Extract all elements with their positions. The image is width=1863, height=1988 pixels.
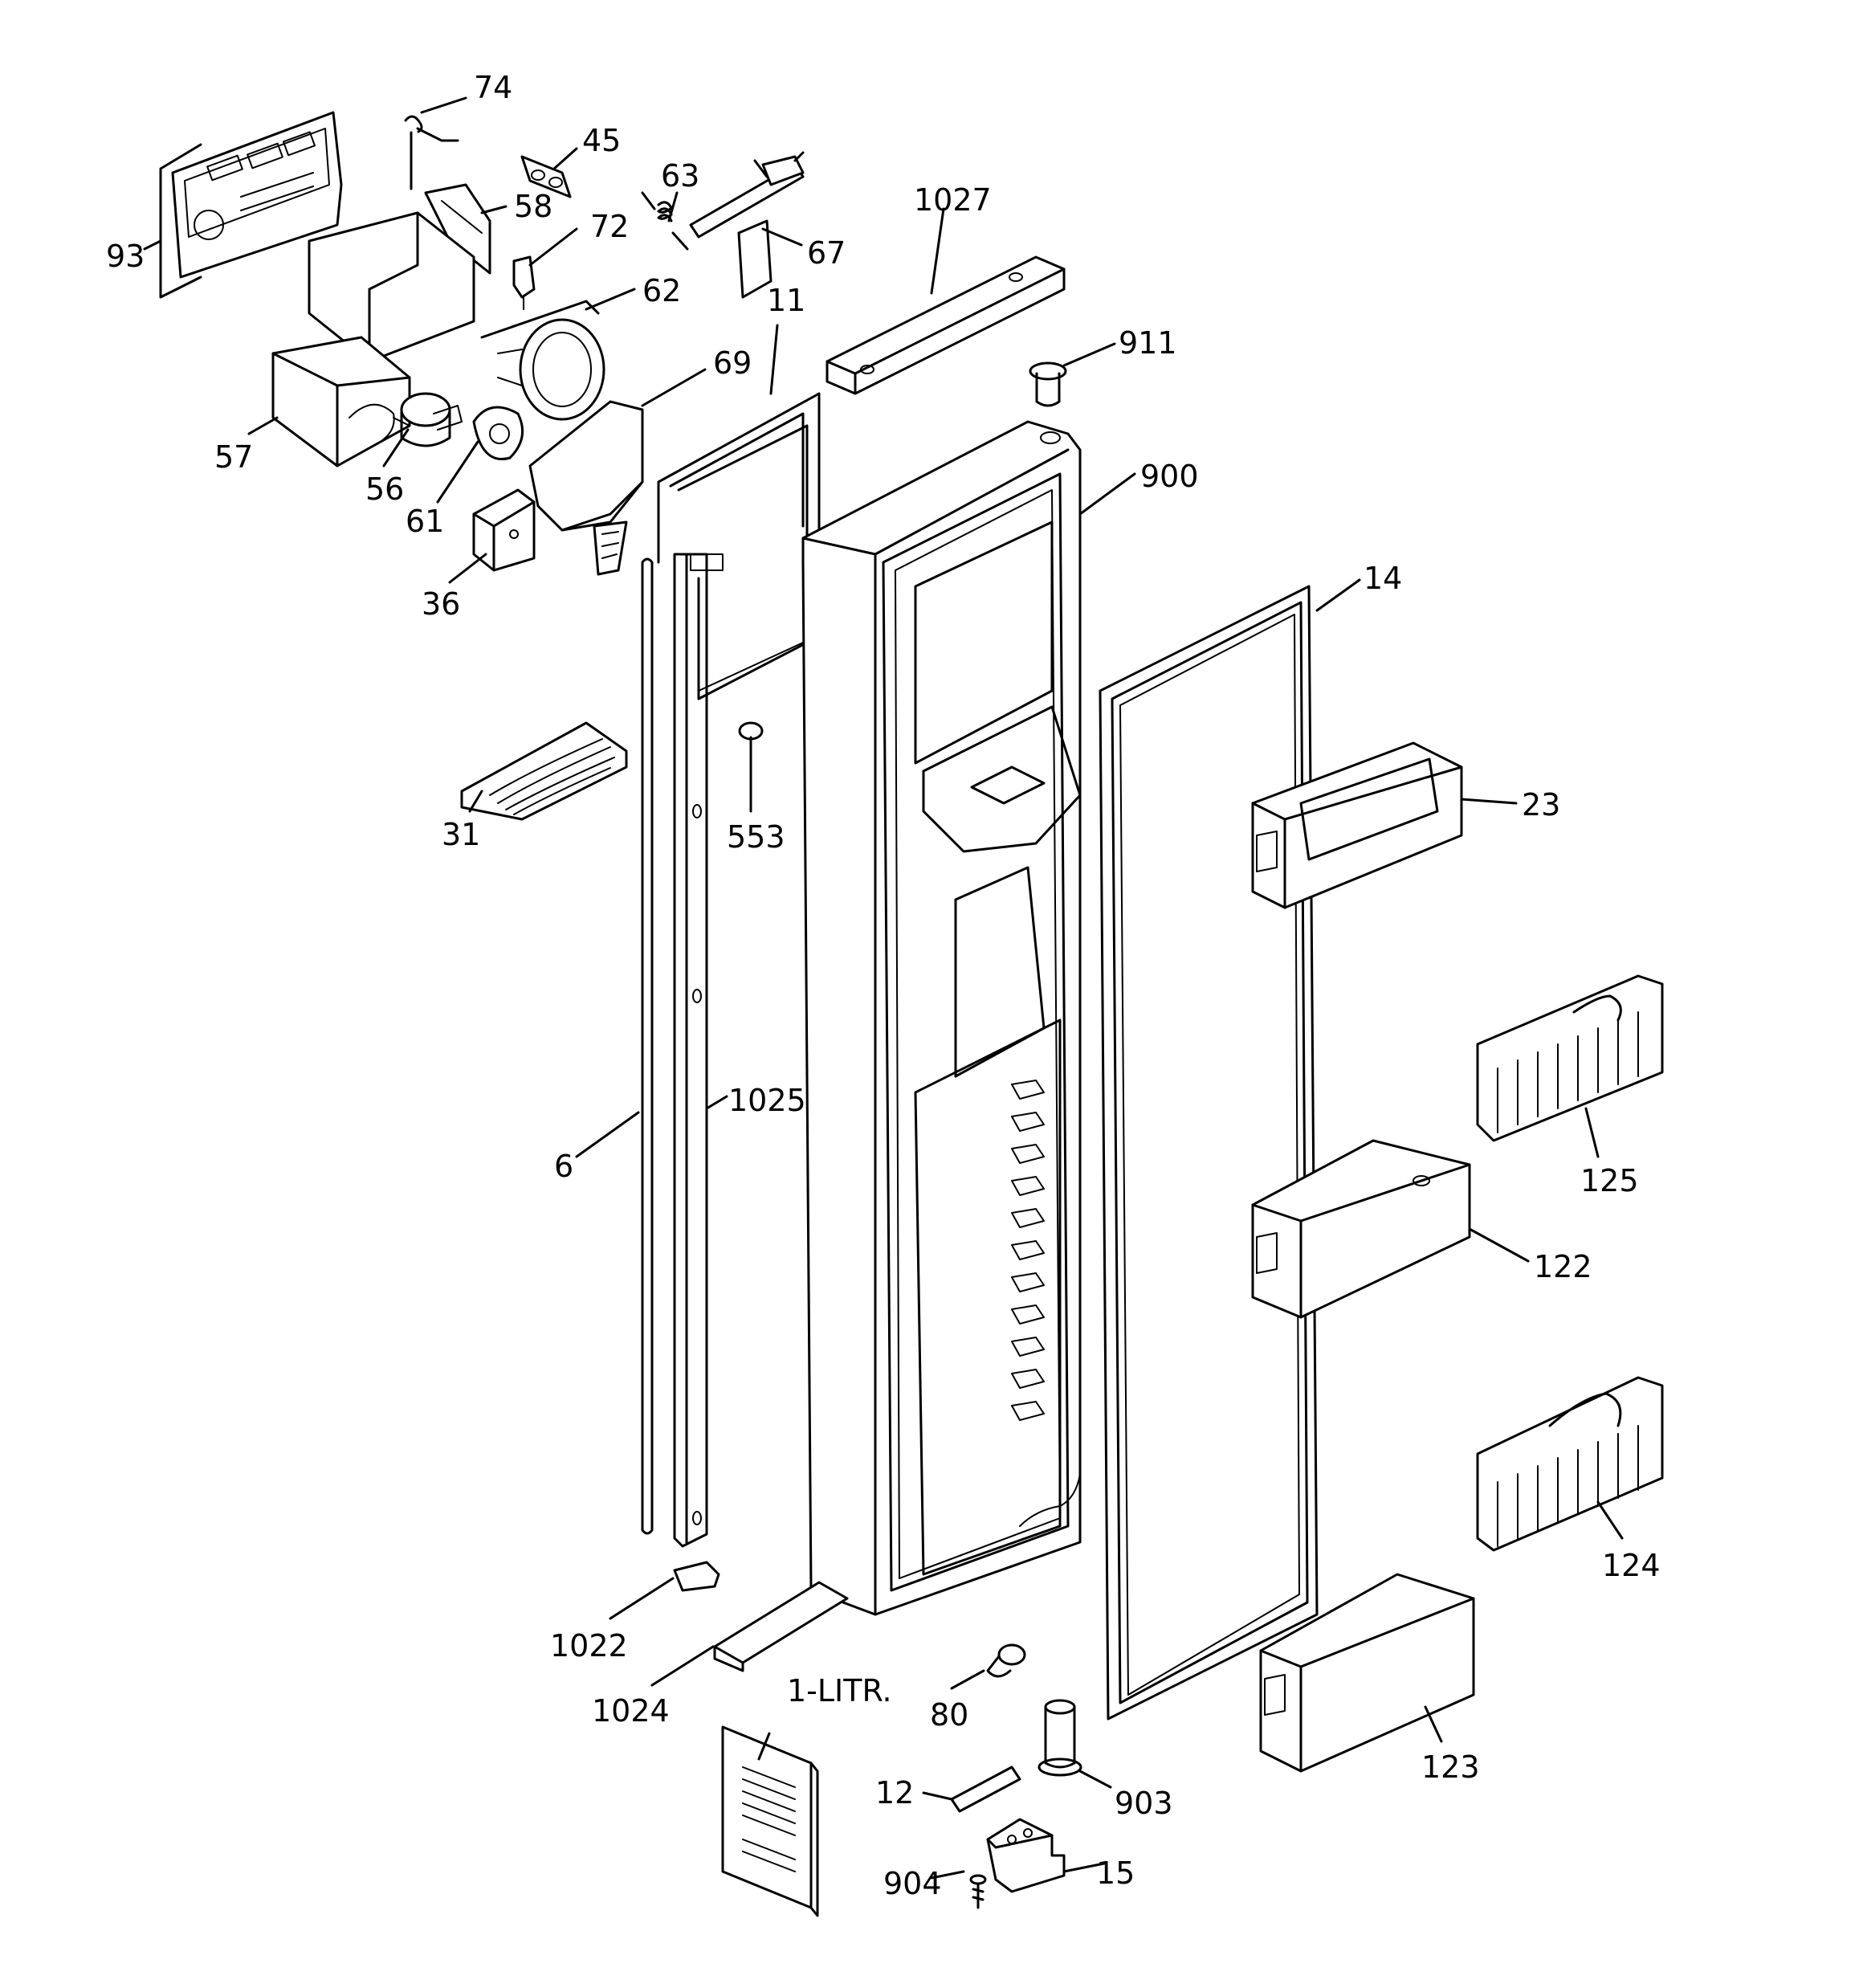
callout-23: 23 <box>1522 787 1560 823</box>
part-36-switch <box>472 488 536 572</box>
part-80-plug <box>986 1643 1026 1678</box>
callout-15: 15 <box>1096 1855 1135 1891</box>
part-63-spring <box>641 191 689 251</box>
callout-14: 14 <box>1364 561 1402 596</box>
callout-1025: 1025 <box>728 1083 806 1118</box>
callout-12: 12 <box>875 1775 914 1810</box>
part-124-basket <box>1476 1376 1664 1552</box>
callout-labels: 74 45 93 58 63 72 67 1027 62 11 911 69 5… <box>106 70 1661 1901</box>
part-31-drip-tray <box>460 721 628 821</box>
part-57-housing <box>271 211 475 467</box>
callout-56: 56 <box>365 471 404 507</box>
callout-553: 553 <box>727 819 785 855</box>
part-61-coupler <box>472 406 524 460</box>
part-1-litr-manual <box>721 1725 819 1917</box>
part-15-hinge <box>986 1818 1066 1893</box>
callout-1-litr: 1-LITR. <box>787 1673 892 1708</box>
part-123-bin <box>1259 1573 1475 1773</box>
callout-1024: 1024 <box>592 1693 670 1729</box>
callout-122: 122 <box>1534 1249 1592 1284</box>
callout-69: 69 <box>713 345 752 381</box>
callout-57: 57 <box>214 439 253 475</box>
part-900-door-shell <box>801 420 1082 1616</box>
callout-31: 31 <box>442 817 480 852</box>
callout-80: 80 <box>930 1697 968 1733</box>
part-904-screw <box>969 1874 987 1909</box>
callout-11: 11 <box>767 283 805 318</box>
part-1027-top-cap <box>826 255 1066 395</box>
callout-123: 123 <box>1421 1749 1480 1785</box>
part-45-bracket <box>520 155 572 198</box>
callout-1027: 1027 <box>914 182 992 218</box>
callout-124: 124 <box>1602 1548 1661 1583</box>
part-93-control-panel <box>159 111 343 299</box>
callout-63: 63 <box>661 158 699 194</box>
part-74-spring <box>404 115 459 190</box>
part-1022-clip <box>673 1561 720 1592</box>
callout-911: 911 <box>1119 325 1177 361</box>
callout-67: 67 <box>807 235 846 271</box>
callout-900: 900 <box>1140 459 1199 494</box>
callout-125: 125 <box>1580 1163 1639 1198</box>
part-72-switch <box>512 255 536 310</box>
callout-93: 93 <box>106 239 145 274</box>
leader-lines <box>143 96 1624 1880</box>
callout-904: 904 <box>883 1866 942 1901</box>
callout-62: 62 <box>642 273 681 308</box>
callout-36: 36 <box>422 586 460 622</box>
part-62-ring <box>480 300 605 421</box>
callout-58: 58 <box>514 189 552 224</box>
part-23-bin <box>1251 741 1463 909</box>
part-67-lever <box>689 151 805 299</box>
part-122-bin <box>1251 1139 1471 1319</box>
part-56-motor <box>400 392 463 447</box>
part-58-bracket <box>424 183 491 275</box>
callout-74: 74 <box>474 70 512 105</box>
callout-72: 72 <box>590 209 629 244</box>
callout-1022: 1022 <box>550 1628 628 1663</box>
callout-61: 61 <box>406 504 444 539</box>
part-69-chute <box>528 400 644 576</box>
part-14-gasket <box>1099 585 1319 1721</box>
part-1025-channel <box>673 553 708 1548</box>
callout-6: 6 <box>554 1149 573 1184</box>
callout-903: 903 <box>1115 1786 1173 1821</box>
part-125-basket <box>1476 974 1664 1142</box>
part-6-rod <box>641 557 654 1535</box>
part-1024-bracket <box>713 1581 849 1672</box>
callout-45: 45 <box>582 123 621 158</box>
part-553-screw <box>738 721 764 765</box>
part-903-hinge-pin <box>1037 1699 1082 1777</box>
part-12-shim <box>950 1766 1021 1813</box>
part-911-bushing <box>1029 361 1067 407</box>
